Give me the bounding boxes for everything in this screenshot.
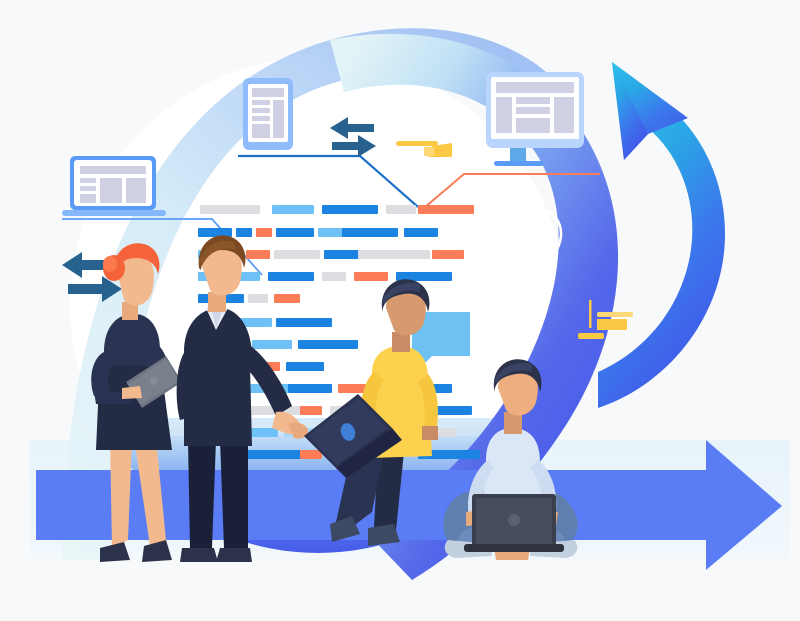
task-bar [396, 272, 452, 281]
task-bar [252, 340, 292, 349]
task-bar [324, 250, 360, 259]
task-bar [198, 228, 232, 237]
task-bar [248, 294, 268, 303]
connector-laptop [62, 218, 263, 276]
laptop-on-lap [304, 394, 402, 478]
sync-arrows-icon-top [330, 117, 376, 157]
person-woman-with-tablet [91, 243, 182, 562]
person-man-sitting-crosslegged [443, 359, 578, 560]
task-bar [268, 272, 314, 281]
task-bar [288, 384, 332, 393]
sticky-note-top [396, 141, 452, 157]
task-bar [272, 205, 314, 214]
task-bar [418, 450, 480, 459]
task-bar [200, 205, 260, 214]
task-bar [418, 205, 474, 214]
task-bar [276, 318, 332, 327]
desktop-monitor-icon [486, 72, 584, 166]
task-bar [322, 205, 378, 214]
task-bar [322, 272, 346, 281]
task-bar [274, 294, 300, 303]
laptop-device-icon [62, 156, 166, 216]
connector-monitor [423, 173, 600, 209]
task-bar [298, 340, 358, 349]
task-bar [236, 228, 252, 237]
process-cycle-ring [62, 28, 619, 580]
person-man-yellow-sweater [304, 279, 438, 546]
task-bar [274, 250, 320, 259]
task-bar [300, 450, 322, 459]
task-bar [386, 205, 416, 214]
task-bar [238, 450, 302, 459]
task-bar [300, 406, 322, 415]
task-bar [358, 250, 430, 259]
sync-arrows-icon-left [62, 252, 122, 302]
task-bar [432, 250, 464, 259]
lightbulb-icon [509, 207, 563, 276]
connector-tablet [238, 154, 419, 208]
task-bar [256, 228, 272, 237]
task-bar [286, 362, 324, 371]
task-bar [354, 272, 388, 281]
task-bar [318, 228, 346, 237]
person-man-in-suit [176, 235, 309, 562]
task-bar [246, 250, 270, 259]
task-bar [276, 228, 314, 237]
laptop-on-floor [464, 494, 564, 552]
task-bar [404, 228, 438, 237]
task-board-connectors [62, 154, 600, 276]
sticky-note-right [578, 300, 633, 339]
cycle-arrow-head [598, 62, 726, 408]
task-bar [342, 228, 398, 237]
tablet-device-icon [243, 78, 293, 150]
speech-bubble-icon [412, 312, 470, 370]
